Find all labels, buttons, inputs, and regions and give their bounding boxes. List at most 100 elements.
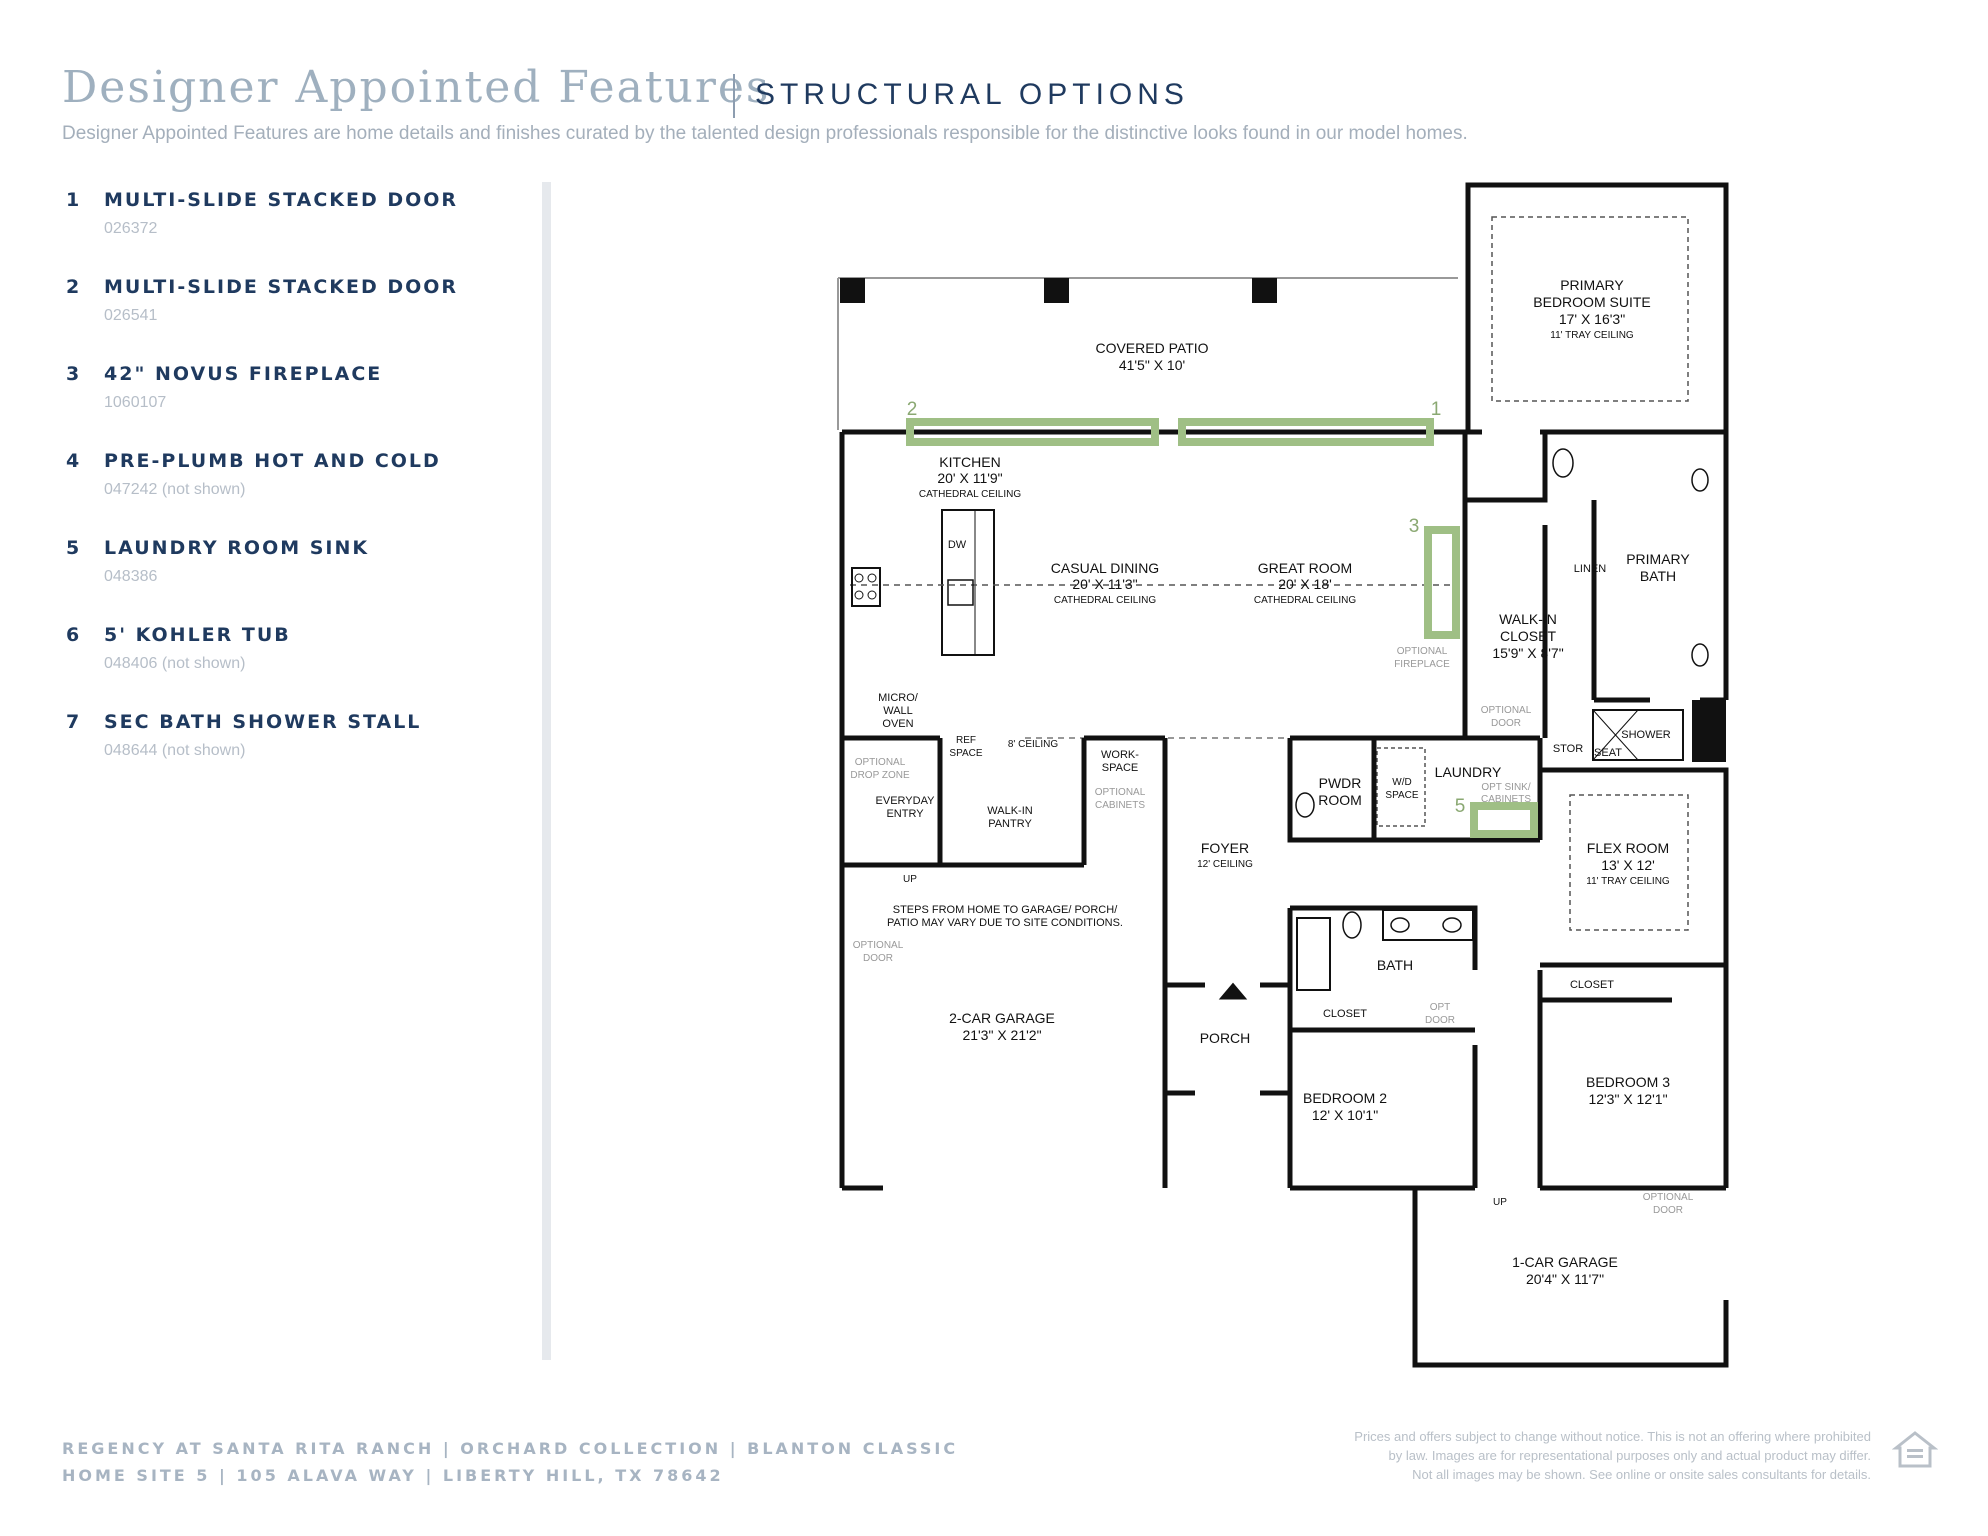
feature-name: MULTI-SLIDE STACKED DOOR bbox=[104, 276, 459, 298]
option-highlight-2 bbox=[906, 418, 1159, 446]
room-covered-patio-size: 41'5" X 10' bbox=[1119, 357, 1185, 373]
room-casual-dining-size: 20' X 11'3" bbox=[1072, 576, 1137, 592]
feature-name: PRE-PLUMB HOT AND COLD bbox=[104, 450, 441, 472]
room-garage-2: 2-CAR GARAGE bbox=[949, 1010, 1055, 1026]
label-8-ceiling: 8' CEILING bbox=[1008, 739, 1058, 750]
room-powder-2: ROOM bbox=[1318, 792, 1362, 808]
label-walk-in-pantry: WALK-IN bbox=[987, 805, 1032, 817]
feature-code: 026372 bbox=[104, 220, 158, 237]
feature-name: 42" NOVUS FIREPLACE bbox=[104, 363, 383, 385]
room-walk-in-closet: WALK-IN bbox=[1499, 611, 1557, 627]
label-micro-3: OVEN bbox=[882, 718, 913, 730]
disclaimer-line-3: Not all images may be shown. See online … bbox=[1412, 1467, 1871, 1482]
room-walk-in-closet-2: CLOSET bbox=[1500, 628, 1556, 644]
feature-code: 048406 (not shown) bbox=[104, 655, 246, 672]
label-steps-note-2: PATIO MAY VARY DUE TO SITE CONDITIONS. bbox=[887, 917, 1123, 929]
label-optional-cabinets: OPTIONAL bbox=[1095, 787, 1146, 798]
patio-posts bbox=[840, 278, 1726, 762]
room-bedroom-3-size: 12'3" X 12'1" bbox=[1588, 1091, 1667, 1107]
label-shower: SHOWER bbox=[1621, 729, 1671, 741]
feature-number: 2 bbox=[66, 276, 80, 298]
marker-3: 3 bbox=[1409, 516, 1420, 537]
disclaimer-line-1: Prices and offers subject to change with… bbox=[1354, 1429, 1871, 1444]
feature-name: SEC BATH SHOWER STALL bbox=[104, 711, 422, 733]
feature-number: 7 bbox=[66, 711, 80, 733]
feature-list: 1 MULTI-SLIDE STACKED DOOR 026372 2 MULT… bbox=[62, 185, 522, 794]
feature-item: 6 5' KOHLER TUB 048406 (not shown) bbox=[62, 620, 522, 707]
label-opt-door-2: DOOR bbox=[1425, 1015, 1455, 1026]
room-laundry: LAUNDRY bbox=[1435, 764, 1502, 780]
label-up: UP bbox=[903, 874, 917, 885]
label-opt-door: OPT bbox=[1430, 1002, 1451, 1013]
label-everyday-entry-2: ENTRY bbox=[886, 808, 924, 820]
feature-number: 1 bbox=[66, 189, 80, 211]
label-optional-door-c: OPTIONAL bbox=[1643, 1192, 1694, 1203]
feature-name: 5' KOHLER TUB bbox=[104, 624, 291, 646]
equal-housing-icon bbox=[1892, 1431, 1938, 1468]
room-garage-2-size: 21'3" X 21'2" bbox=[962, 1027, 1041, 1043]
room-flex-size: 13' X 12' bbox=[1601, 857, 1655, 873]
option-highlight-1 bbox=[1178, 418, 1434, 446]
label-optional-door-c-2: DOOR bbox=[1653, 1205, 1683, 1216]
label-dw: DW bbox=[948, 539, 967, 551]
room-bedroom-2: BEDROOM 2 bbox=[1303, 1090, 1387, 1106]
label-drop-zone-2: DROP ZONE bbox=[850, 770, 910, 781]
label-ref-space-2: SPACE bbox=[949, 748, 982, 759]
room-great-room-size: 20' X 18' bbox=[1278, 576, 1332, 592]
feature-item: 4 PRE-PLUMB HOT AND COLD 047242 (not sho… bbox=[62, 446, 522, 533]
feature-item: 2 MULTI-SLIDE STACKED DOOR 026541 bbox=[62, 272, 522, 359]
room-bath: BATH bbox=[1377, 957, 1413, 973]
feature-number: 4 bbox=[66, 450, 80, 472]
label-optional-door-b: OPTIONAL bbox=[853, 940, 904, 951]
room-walk-in-closet-size: 15'9" X 8'7" bbox=[1492, 645, 1563, 661]
room-primary-bedroom-ceiling: 11' TRAY CEILING bbox=[1550, 330, 1634, 341]
feature-name: LAUNDRY ROOM SINK bbox=[104, 537, 370, 559]
option-highlights bbox=[906, 418, 1538, 838]
footer-disclaimer: Prices and offers subject to change with… bbox=[1354, 1427, 1871, 1484]
label-optional-door-b-2: DOOR bbox=[863, 953, 893, 964]
label-stor: STOR bbox=[1553, 743, 1583, 755]
option-highlight-3 bbox=[1424, 526, 1460, 639]
room-powder: PWDR bbox=[1319, 775, 1362, 791]
label-optional-fireplace: OPTIONAL bbox=[1397, 646, 1448, 657]
room-flex: FLEX ROOM bbox=[1587, 840, 1669, 856]
label-up-2: UP bbox=[1493, 1197, 1507, 1208]
label-micro-2: WALL bbox=[883, 705, 913, 717]
room-primary-bedroom: PRIMARY bbox=[1560, 277, 1624, 293]
footer-line-2: HOME SITE 5 | 105 ALAVA WAY | LIBERTY HI… bbox=[62, 1466, 724, 1485]
label-wd-space-2: SPACE bbox=[1385, 790, 1418, 801]
label-steps-note: STEPS FROM HOME TO GARAGE/ PORCH/ bbox=[893, 904, 1118, 916]
room-casual-dining: CASUAL DINING bbox=[1051, 560, 1159, 576]
marker-5: 5 bbox=[1455, 796, 1466, 817]
room-kitchen-ceiling: CATHEDRAL CEILING bbox=[919, 489, 1021, 500]
label-optional-door-a-2: DOOR bbox=[1491, 718, 1521, 729]
disclaimer-line-2: by law. Images are for representational … bbox=[1388, 1448, 1871, 1463]
footer-address: REGENCY AT SANTA RITA RANCH | ORCHARD CO… bbox=[62, 1435, 958, 1489]
feature-code: 048386 bbox=[104, 568, 158, 585]
room-primary-bath-2: BATH bbox=[1640, 568, 1676, 584]
marker-2: 2 bbox=[907, 399, 918, 420]
room-great-room: GREAT ROOM bbox=[1258, 560, 1352, 576]
label-workspace: WORK- bbox=[1101, 749, 1139, 761]
label-optional-door-a: OPTIONAL bbox=[1481, 705, 1532, 716]
label-everyday-entry: EVERYDAY bbox=[876, 795, 936, 807]
label-drop-zone: OPTIONAL bbox=[855, 757, 906, 768]
feature-item: 5 LAUNDRY ROOM SINK 048386 bbox=[62, 533, 522, 620]
label-linen: LINEN bbox=[1574, 563, 1606, 575]
label-optional-fireplace-2: FIREPLACE bbox=[1394, 659, 1450, 670]
feature-item: 7 SEC BATH SHOWER STALL 048644 (not show… bbox=[62, 707, 522, 794]
room-casual-dining-ceiling: CATHEDRAL CEILING bbox=[1054, 595, 1156, 606]
page-subtitle: STRUCTURAL OPTIONS bbox=[755, 78, 1189, 111]
feature-code: 048644 (not shown) bbox=[104, 742, 246, 759]
feature-code: 1060107 bbox=[104, 394, 167, 411]
room-kitchen: KITCHEN bbox=[939, 454, 1000, 470]
label-ref-space: REF bbox=[956, 735, 976, 746]
vertical-divider bbox=[542, 182, 551, 1360]
room-flex-ceiling: 11' TRAY CEILING bbox=[1586, 876, 1670, 887]
option-markers: 2 1 3 5 bbox=[907, 399, 1466, 817]
option-highlight-5 bbox=[1470, 802, 1538, 838]
room-bedroom-2-size: 12' X 10'1" bbox=[1312, 1107, 1378, 1123]
feature-name: MULTI-SLIDE STACKED DOOR bbox=[104, 189, 459, 211]
label-workspace-2: SPACE bbox=[1102, 762, 1138, 774]
